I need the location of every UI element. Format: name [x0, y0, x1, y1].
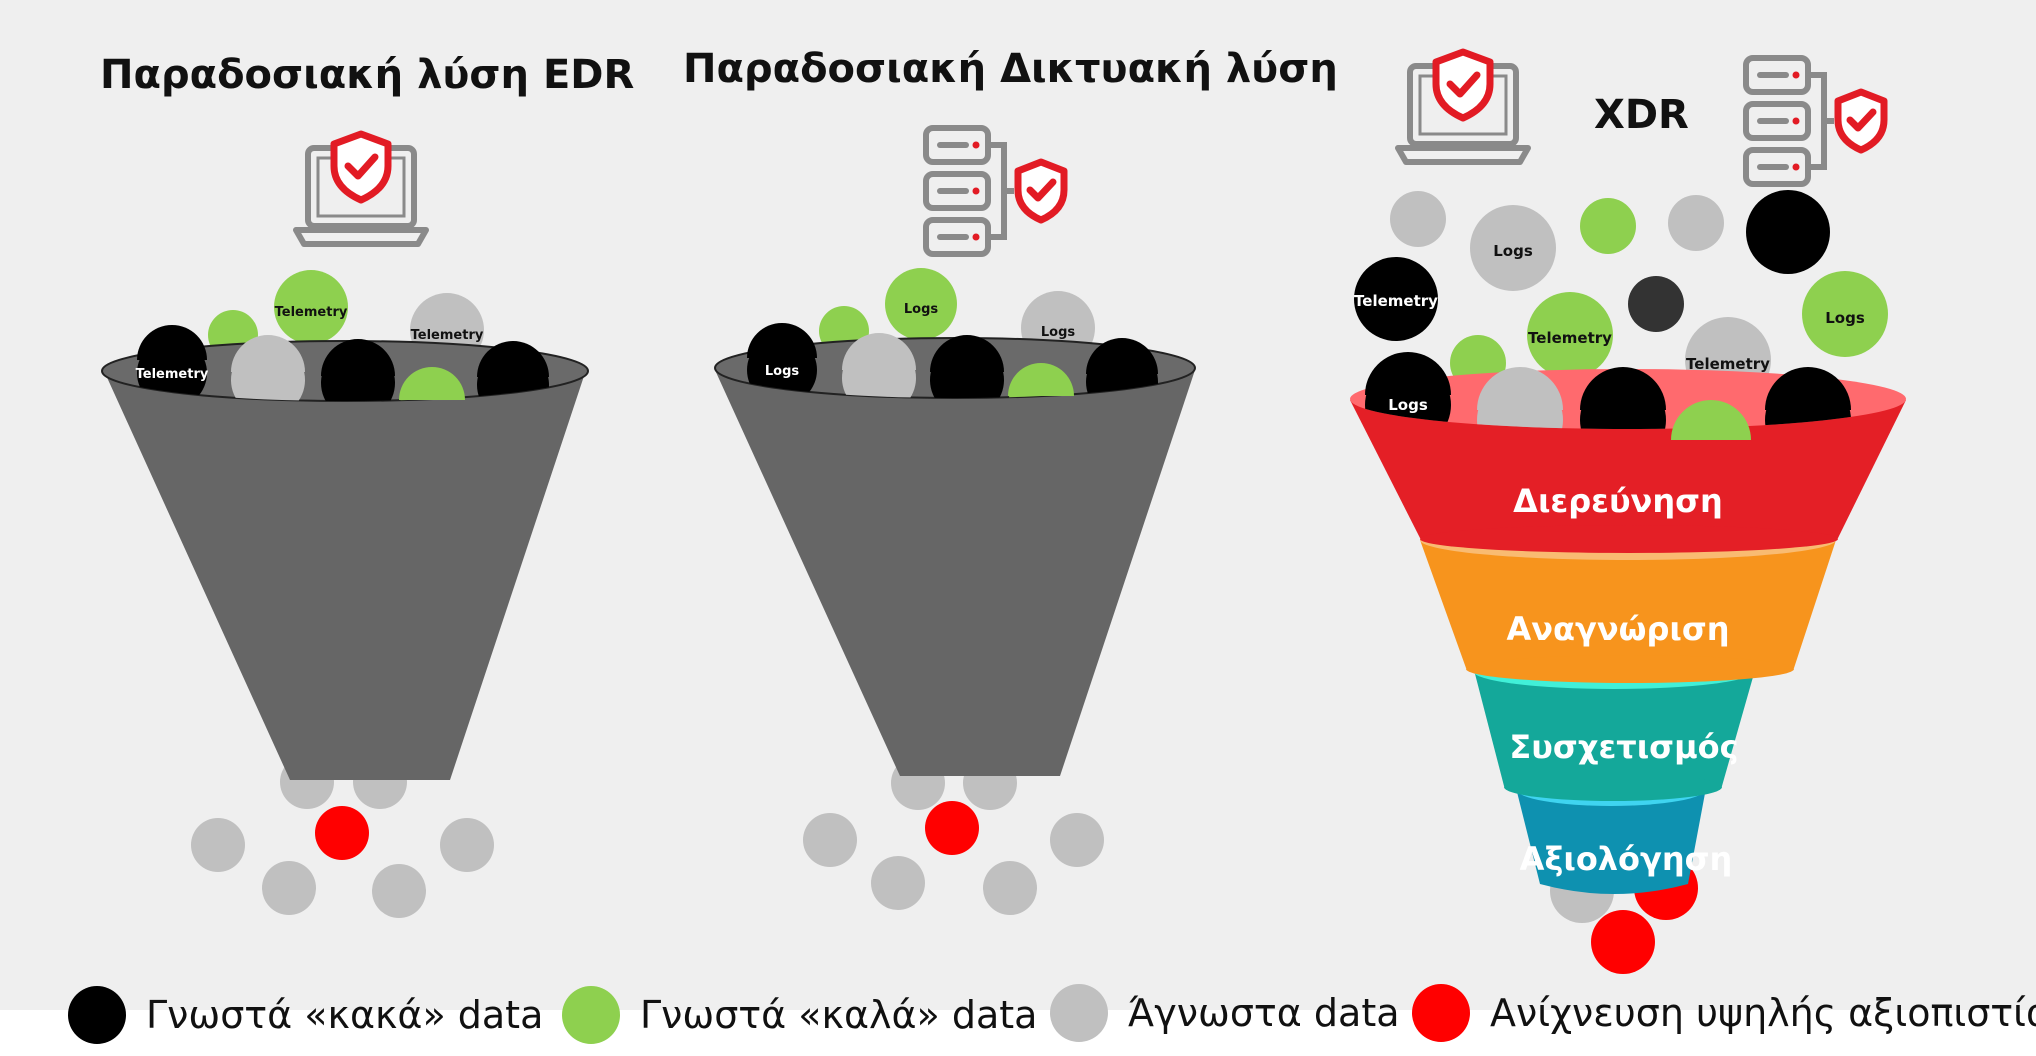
laptop-shield-icon — [296, 134, 426, 244]
bubble-label: Logs — [1041, 325, 1076, 340]
legend-item-known-good: Γνωστά «καλά» data — [562, 986, 1037, 1044]
known-good-data-dot — [885, 268, 957, 340]
bubble-label: Logs — [904, 302, 939, 317]
stage-label-identification: Αναγνώριση — [1506, 610, 1729, 648]
high-fidelity-dot — [315, 806, 369, 860]
unknown-data-dot — [1050, 813, 1104, 867]
bubble-label: Telemetry — [136, 367, 209, 382]
title-network: Παραδοσιακή Δικτυακή λύση — [683, 46, 1338, 92]
unknown-data-dot — [1668, 195, 1724, 251]
bubble-label: Telemetry — [1354, 292, 1438, 310]
bubble-label: Telemetry — [1528, 329, 1612, 347]
high-fidelity-dot — [1591, 910, 1655, 974]
unknown-data-dot — [372, 864, 426, 918]
edr-funnel — [105, 373, 585, 780]
unknown-data-dot — [262, 861, 316, 915]
unknown-data-dot — [983, 861, 1037, 915]
server-shield-icon — [1746, 58, 1884, 184]
stage-label-correlation: Συσχετισμός — [1509, 728, 1738, 766]
legend-label: Άγνωστα data — [1128, 991, 1400, 1035]
legend-item-high-fidelity: Ανίχνευση υψηλής αξιοπιστίας — [1412, 984, 2036, 1042]
laptop-shield-icon — [1398, 52, 1528, 162]
unknown-data-dot — [1470, 205, 1556, 291]
known-good-data-dot — [274, 270, 348, 344]
network-funnel — [715, 370, 1195, 776]
legend-label: Ανίχνευση υψηλής αξιοπιστίας — [1490, 991, 2036, 1035]
bubble-label: Logs — [1825, 309, 1865, 327]
legend-swatch — [562, 986, 620, 1044]
known-bad-data-dot — [1746, 190, 1830, 274]
bubble-label: Logs — [1493, 242, 1533, 260]
unknown-data-dot — [803, 813, 857, 867]
unknown-data-dot — [1390, 191, 1446, 247]
stage-label-investigation: Διερεύνηση — [1513, 482, 1723, 520]
known-good-data-dot — [1580, 198, 1636, 254]
known-good-data-dot — [1802, 271, 1888, 357]
server-shield-icon — [926, 128, 1064, 254]
network-rim-bubbles — [747, 323, 1158, 398]
legend-swatch — [1412, 984, 1470, 1042]
legend-swatch — [68, 986, 126, 1044]
bubble-label: Logs — [765, 364, 800, 379]
unknown-data-dot — [191, 818, 245, 872]
legend-item-unknown: Άγνωστα data — [1050, 984, 1400, 1042]
xdr-rim-bubbles — [1365, 352, 1851, 440]
bubble-label: Telemetry — [1686, 355, 1770, 373]
title-edr: Παραδοσιακή λύση EDR — [100, 52, 635, 98]
bubble-label: Telemetry — [411, 328, 484, 343]
title-xdr: XDR — [1594, 92, 1689, 138]
known-bad-data-dot — [1628, 276, 1684, 332]
known-good-data-dot — [1527, 292, 1613, 378]
legend-item-known-bad: Γνωστά «κακά» data — [68, 986, 543, 1044]
bubble-label: Telemetry — [275, 305, 348, 320]
bubble-label: Logs — [1388, 396, 1428, 414]
known-bad-data-dot — [1354, 257, 1438, 341]
high-fidelity-dot — [925, 801, 979, 855]
unknown-data-dot — [871, 856, 925, 910]
legend-label: Γνωστά «καλά» data — [640, 993, 1038, 1037]
unknown-data-dot — [440, 818, 494, 872]
legend-swatch — [1050, 984, 1108, 1042]
legend-label: Γνωστά «κακά» data — [146, 993, 544, 1037]
stage-label-evaluation: Αξιολόγηση — [1520, 840, 1733, 878]
